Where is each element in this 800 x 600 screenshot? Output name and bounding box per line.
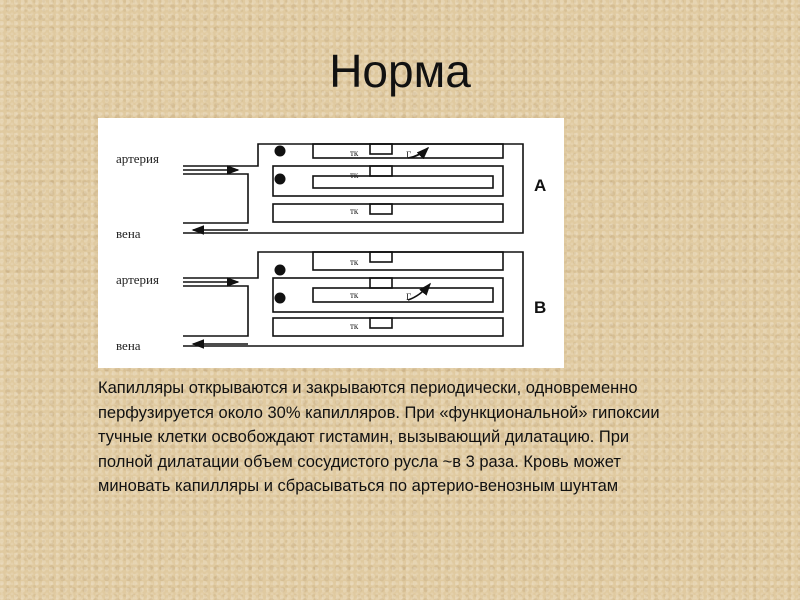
section-b-label: В — [534, 298, 546, 317]
cell-label: тк — [350, 148, 359, 158]
cell-label: тк — [350, 206, 359, 216]
body-text: Капилляры открываются и закрываются пери… — [98, 379, 660, 495]
slide-title: Норма — [329, 45, 471, 97]
section-a-label: А — [534, 176, 546, 195]
vein-label-b: вена — [116, 338, 141, 353]
section-a-vessels — [183, 143, 524, 234]
cell-label: тк — [350, 290, 359, 300]
sphincter-dot — [274, 264, 286, 276]
cell-label: тк — [350, 170, 359, 180]
cell-label: тк — [350, 321, 359, 331]
capillary-diagram: артерия вена артерия вена тк тк тк тк тк… — [98, 118, 564, 368]
sphincter-dot — [274, 173, 286, 185]
gamma-label: Г — [406, 292, 411, 302]
artery-label-a: артерия — [116, 151, 159, 166]
sphincter-dot — [274, 145, 286, 157]
cell-label: тк — [350, 257, 359, 267]
artery-label-b: артерия — [116, 272, 159, 287]
vein-label-a: вена — [116, 226, 141, 241]
sphincter-dot — [274, 292, 286, 304]
gamma-label: Г — [406, 150, 411, 160]
section-b-vessels — [183, 251, 524, 347]
